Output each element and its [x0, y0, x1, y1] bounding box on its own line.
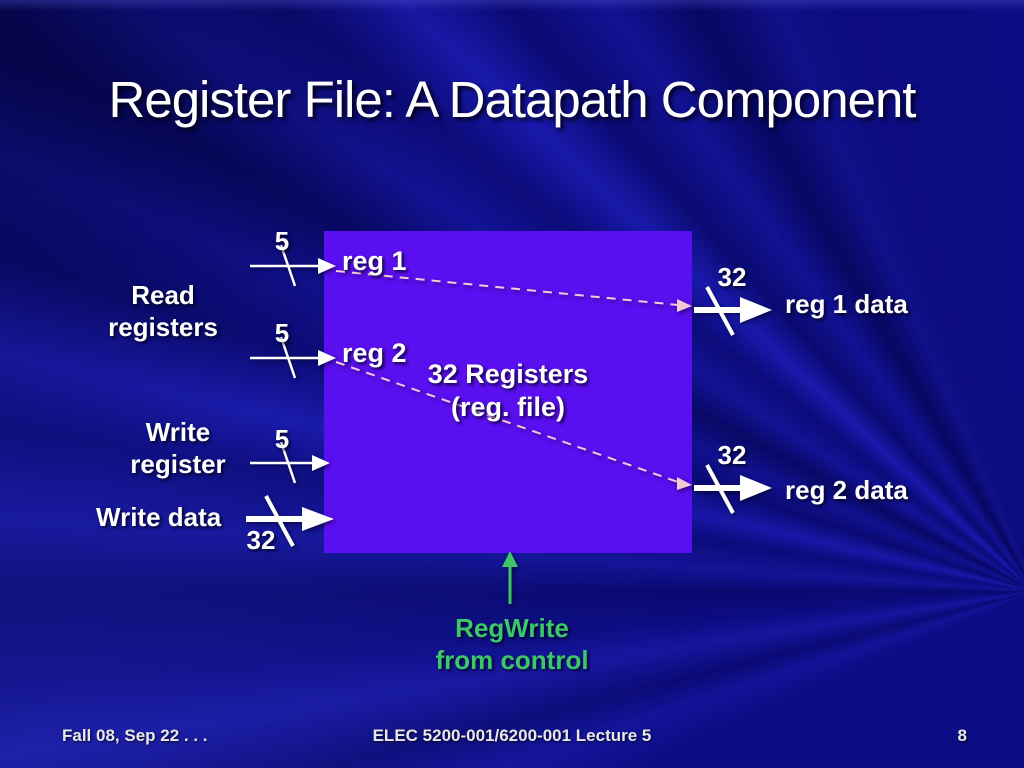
box-name-line2: (reg. file)	[450, 392, 565, 422]
regwrite-label-line1: RegWrite	[455, 613, 569, 643]
bus-width-write-register: 5	[274, 424, 290, 454]
reg1-data-bus-arrow	[694, 286, 772, 336]
bus-slash-icon	[705, 464, 735, 514]
footer-page-number: 8	[957, 726, 967, 745]
bus-slash-icon	[279, 441, 297, 484]
write-data-label: Write data	[96, 502, 222, 532]
bus-width-out2: 32	[717, 440, 747, 470]
reg1-select-dashed-line	[335, 270, 692, 312]
bus-slash-icon	[264, 495, 295, 547]
box-name-line1: 32 Registers	[427, 359, 589, 389]
register-file-box	[324, 231, 692, 553]
bus-width-out1: 32	[717, 262, 747, 292]
footer-course: ELEC 5200-001/6200-001 Lecture 5	[372, 726, 652, 745]
regwrite-label-line2: from control	[435, 645, 589, 675]
reg2-select-dashed-line	[335, 361, 692, 490]
read-registers-label-line1: Read	[131, 280, 195, 310]
port-label-reg2: reg 2	[342, 338, 407, 368]
read-registers-label-line2: registers	[108, 312, 218, 342]
read1-bus-arrow	[250, 244, 336, 287]
port-label-reg1: reg 1	[342, 246, 407, 276]
bus-slash-icon	[279, 336, 297, 379]
write-register-label-line2: register	[130, 449, 226, 479]
reg1-data-label: reg 1 data	[785, 289, 908, 319]
footer-date: Fall 08, Sep 22 . . .	[62, 726, 208, 745]
regwrite-control-arrow	[502, 551, 518, 604]
write-data-bus-arrow	[246, 495, 334, 547]
slide-title: Register File: A Datapath Component	[108, 71, 917, 128]
reg2-data-label: reg 2 data	[785, 475, 908, 505]
bus-width-write-data: 32	[246, 525, 276, 555]
write-register-label-line1: Write	[145, 417, 211, 447]
bus-slash-icon	[705, 286, 735, 336]
read2-bus-arrow	[250, 336, 336, 379]
bus-slash-icon	[279, 244, 297, 287]
bus-width-read1: 5	[274, 226, 290, 256]
reg2-data-bus-arrow	[694, 464, 772, 514]
write-register-bus-arrow	[250, 441, 330, 484]
bus-width-read2: 5	[274, 318, 290, 348]
